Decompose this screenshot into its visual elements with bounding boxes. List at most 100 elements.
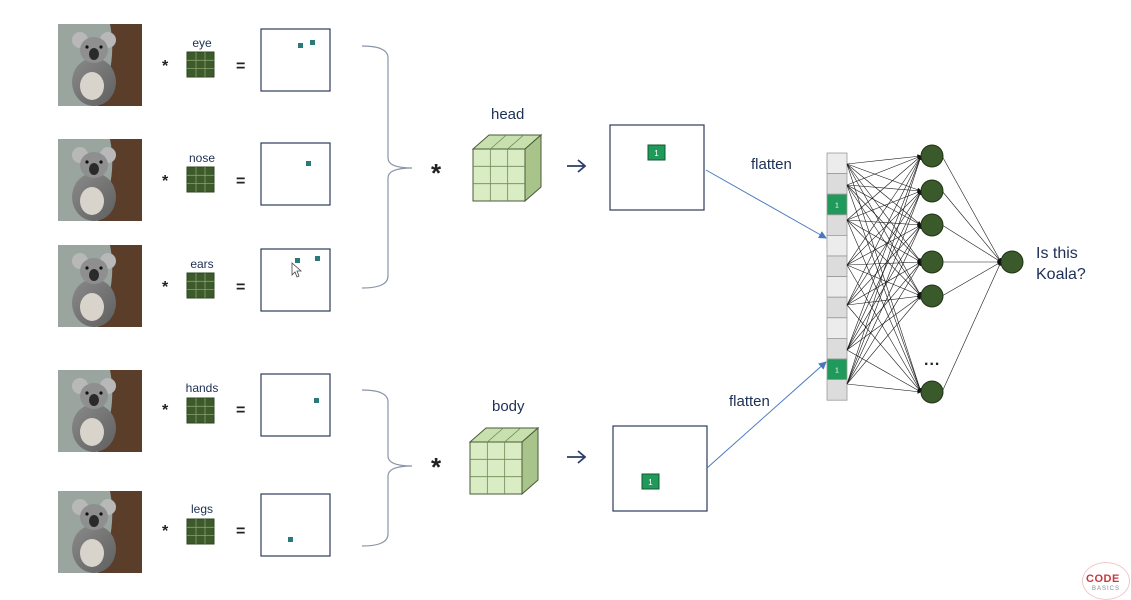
network-edge	[846, 260, 922, 266]
network-edge	[846, 155, 922, 221]
network-edge	[846, 155, 922, 351]
vector-cell	[826, 337, 848, 360]
mouse-cursor-icon	[291, 262, 303, 278]
feature-map-nose	[260, 142, 331, 206]
active-cell-value: 1	[654, 149, 659, 158]
cube-gridline	[490, 134, 507, 150]
koala-nose	[89, 48, 99, 60]
feature-map-frame	[260, 493, 331, 557]
equals-sign-nose: =	[236, 173, 246, 190]
network-edge	[941, 261, 1002, 393]
feature-map-hands	[260, 373, 331, 437]
koala-eye-right	[99, 266, 103, 270]
koala-belly	[80, 72, 104, 100]
feature-label-hands: hands	[185, 381, 219, 395]
vector-cell	[826, 152, 848, 175]
feature-map-legs	[260, 493, 331, 557]
filter-grid-nose	[186, 166, 215, 193]
code-basics-logo: CODE BASICS	[1082, 562, 1130, 600]
feature-label-nose: nose	[188, 151, 216, 165]
feature-dot	[310, 40, 315, 45]
koala-eye-right	[99, 512, 103, 516]
network-edge	[846, 190, 922, 266]
neuron-ellipsis: ...	[924, 352, 941, 369]
filter-grid-ears	[186, 272, 215, 299]
feature-dot	[288, 537, 293, 542]
multiply-operator-ears: *	[162, 279, 169, 296]
active-cell	[647, 144, 666, 161]
cube-front	[469, 441, 523, 495]
network-edge	[846, 294, 922, 306]
network-edge	[846, 264, 922, 297]
network-edge	[846, 163, 922, 226]
network-edge	[846, 163, 922, 393]
koala-nose	[89, 163, 99, 175]
network-edge	[846, 155, 922, 186]
cube-front	[472, 148, 526, 202]
network-edge	[941, 261, 1002, 297]
network-edge	[846, 155, 922, 385]
feature-map-eye	[260, 28, 331, 92]
network-edge	[846, 219, 922, 263]
filter-grid-eye	[186, 51, 215, 78]
feature-label-eye: eye	[192, 36, 212, 50]
filter-grid-hands	[186, 397, 215, 424]
multiply-operator-eye: *	[162, 58, 169, 75]
network-edge	[941, 155, 1002, 263]
network-edge	[846, 224, 922, 306]
multiply-operator-nose: *	[162, 173, 169, 190]
koala-nose	[89, 515, 99, 527]
equals-sign-legs: =	[236, 523, 246, 540]
network-edge	[846, 295, 922, 385]
network-edge	[846, 154, 922, 165]
filter-cell-bg	[186, 518, 215, 545]
map-frame	[609, 124, 705, 211]
koala-eye-left	[85, 391, 89, 395]
output-question: Is this Koala?	[1036, 243, 1086, 285]
active-cell-value: 1	[648, 478, 653, 487]
feature-label-legs: legs	[190, 502, 213, 516]
network-edge	[846, 184, 922, 393]
bracket-head	[361, 45, 413, 289]
vector-cell	[826, 296, 848, 319]
filter-cube-body	[468, 426, 540, 496]
feature-dot	[315, 256, 320, 261]
filter-cell-bg	[186, 272, 215, 299]
network-edge	[846, 190, 922, 221]
koala-eye-left	[85, 160, 89, 164]
flatten-connector-body	[706, 361, 827, 469]
feature-dot	[295, 258, 300, 263]
koala-photo-legs	[58, 491, 142, 573]
koala-eye-right	[99, 45, 103, 49]
vector-cell	[826, 255, 848, 278]
arrow-right-icon	[567, 159, 587, 173]
koala-nose	[89, 269, 99, 281]
vector-cell	[826, 317, 848, 339]
network-edge	[846, 163, 922, 192]
active-cell	[641, 473, 660, 490]
filter-cell-bg	[186, 166, 215, 193]
network-edge	[846, 184, 922, 226]
network-edge	[846, 224, 922, 266]
koala-eye-left	[85, 266, 89, 270]
arrow-right-icon	[567, 450, 587, 464]
output-question-line-1: Is this	[1036, 245, 1078, 262]
koala-nose	[89, 394, 99, 406]
feature-dot	[306, 161, 311, 166]
bracket-body	[361, 389, 413, 547]
network-edge	[846, 155, 922, 306]
network-edge	[846, 219, 922, 227]
network-edge	[846, 304, 922, 393]
multiply-operator-hands: *	[162, 402, 169, 419]
cube-gridline	[507, 134, 524, 150]
koala-photo-ears	[58, 245, 142, 327]
flatten-label-head: flatten	[751, 156, 792, 173]
cube-gridline	[504, 427, 521, 443]
vector-cell	[826, 276, 848, 298]
vector-cell-value: 1	[835, 367, 839, 374]
network-edge	[846, 184, 922, 263]
koala-photo-nose	[58, 139, 142, 221]
pooled-map-head: 1	[609, 124, 705, 211]
network-edge	[941, 224, 1002, 263]
